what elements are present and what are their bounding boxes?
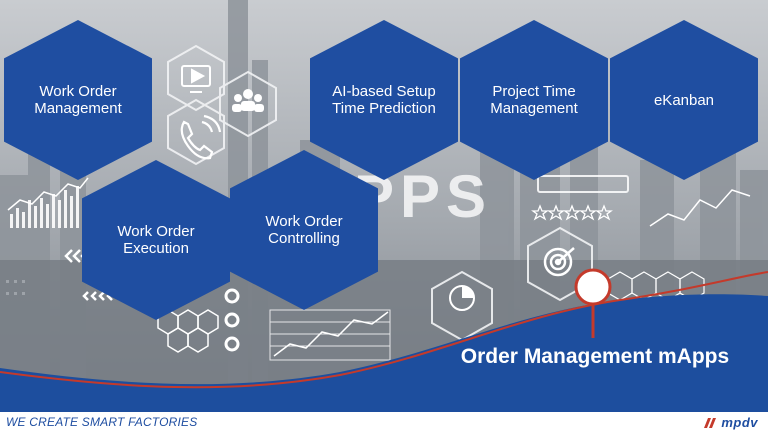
wave-line: [0, 271, 768, 389]
tile-label: Project Time Management: [490, 83, 578, 117]
tile-label: Work Order Controlling: [265, 213, 343, 247]
mpdv-logo: mpdv: [704, 415, 758, 430]
tile-work-order-execution[interactable]: Work Order Execution: [82, 160, 230, 320]
tile-ai-setup-time-prediction[interactable]: AI-based Setup Time Prediction: [310, 20, 458, 180]
highlight-marker: [574, 268, 612, 306]
group-icon: [232, 89, 264, 112]
tile-label: Work Order Execution: [117, 223, 195, 257]
star-icon: [531, 204, 613, 221]
logo-mark-icon: [704, 417, 717, 428]
pie-chart-icon: [449, 285, 475, 311]
tile-work-order-management[interactable]: Work Order Management: [4, 20, 152, 180]
target-icon: [543, 247, 575, 277]
slide-title: Order Management mApps: [460, 345, 730, 368]
blue-wave: [0, 294, 768, 412]
logo-text: mpdv: [721, 415, 758, 430]
gear-icon: [224, 288, 240, 352]
tile-ekanban[interactable]: eKanban: [610, 20, 758, 180]
play-icon: [181, 65, 211, 93]
bar-chart-icon: [10, 186, 79, 228]
tagline: WE CREATE SMART FACTORIES: [6, 415, 198, 429]
tile-project-time-management[interactable]: Project Time Management: [460, 20, 608, 180]
tile-label: Work Order Management: [34, 83, 122, 117]
footer-bar: [0, 412, 768, 432]
tile-work-order-controlling[interactable]: Work Order Controlling: [230, 150, 378, 310]
phone-icon: [180, 114, 222, 160]
tile-label: AI-based Setup Time Prediction: [332, 83, 436, 117]
tile-label: eKanban: [653, 91, 715, 109]
